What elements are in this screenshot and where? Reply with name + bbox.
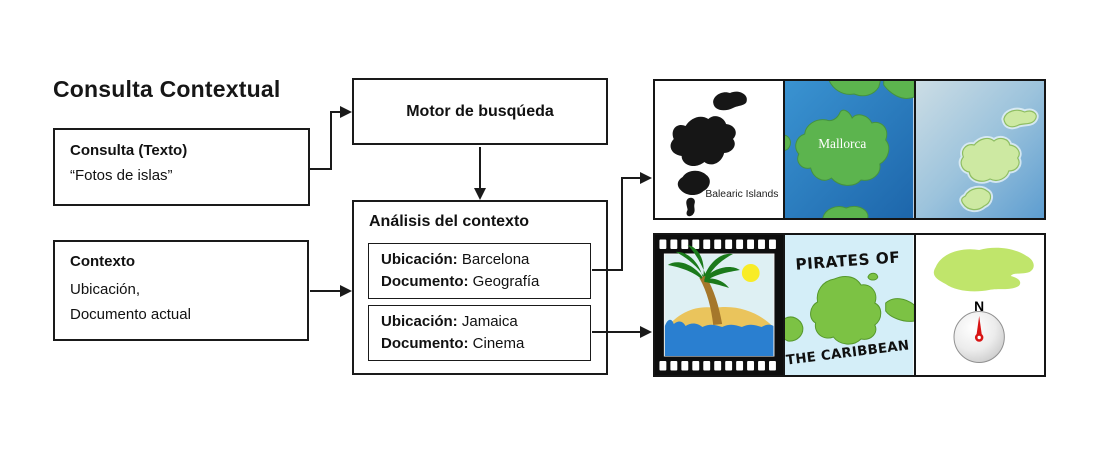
mallorca-island — [795, 109, 890, 186]
pale-islands-map-panel — [913, 81, 1044, 218]
compass-map-panel: N — [913, 235, 1044, 375]
menorca-silhouette — [713, 91, 747, 111]
caribbean-island-tiny — [867, 272, 879, 281]
query-text-heading: Consulta (Texto) — [70, 142, 188, 159]
documento-value: Geografía — [468, 273, 540, 290]
compass-needle — [975, 316, 982, 339]
formentera-silhouette — [686, 197, 695, 217]
sea-waves — [664, 319, 774, 356]
result-ubicacion-line: Ubicación: Barcelona — [381, 249, 590, 271]
result-row-cinema: PIRATES OF THE CARIBBEAN N — [653, 233, 1046, 377]
sun-icon — [741, 264, 760, 282]
compass-map-image: N — [915, 235, 1044, 375]
ubicacion-value: Barcelona — [457, 251, 530, 268]
arrowhead-engine-to-analysis — [474, 188, 486, 200]
ubicacion-value: Jamaica — [457, 313, 518, 330]
coast-top-right — [883, 81, 914, 99]
mallorca-silhouette — [670, 116, 736, 167]
caribbean-island-left — [785, 316, 804, 342]
analysis-result-barcelona: Ubicación: Barcelona Documento: Geografí… — [368, 243, 591, 299]
context-line-ubicacion: Ubicación, — [70, 281, 141, 298]
film-strip-image — [655, 235, 784, 375]
analysis-result-jamaica: Ubicación: Jamaica Documento: Cinema — [368, 305, 591, 361]
caribbean-island-main — [810, 276, 882, 345]
result-row-geography: Balearic Islands Ma — [653, 79, 1046, 220]
documento-value: Cinema — [468, 335, 525, 352]
balearic-caption: Balearic Islands — [705, 189, 778, 200]
arrowhead-barcelona-to-maps — [640, 172, 652, 184]
caribbean-island-right — [885, 298, 914, 322]
documento-label: Documento: — [381, 335, 469, 352]
arrowhead-query-to-engine — [340, 106, 352, 118]
query-text-box: Consulta (Texto) “Fotos de islas” — [53, 128, 310, 206]
arrowhead-context-to-analysis — [340, 285, 352, 297]
diagram-title: Consulta Contextual — [53, 76, 281, 102]
film-sprocket-holes — [659, 239, 776, 371]
result-documento-line: Documento: Geografía — [381, 271, 590, 293]
arrow-query-to-engine — [310, 111, 341, 170]
film-strip-panel — [655, 235, 784, 375]
compass-north-label: N — [974, 298, 984, 314]
arrowhead-jamaica-to-media — [640, 326, 652, 338]
context-box: Contexto Ubicación, Documento actual — [53, 240, 309, 341]
search-engine-label: Motor de busqúeda — [406, 102, 554, 120]
pale-menorca-island — [1002, 109, 1037, 128]
search-engine-box: Motor de busqúeda — [352, 78, 608, 145]
pirates-caribbean-image: PIRATES OF THE CARIBBEAN — [785, 235, 914, 375]
compass-needle-hub-hole — [977, 335, 981, 340]
pale-ibiza-island — [960, 187, 991, 211]
context-analysis-heading: Análisis del contexto — [369, 213, 530, 230]
pirates-caribbean-panel: PIRATES OF THE CARIBBEAN — [783, 235, 914, 375]
context-line-documento: Documento actual — [70, 306, 191, 323]
palm-trunk — [699, 275, 723, 325]
query-text-value: “Fotos de islas” — [70, 167, 173, 184]
balearic-silhouette-image: Balearic Islands — [655, 81, 784, 218]
yellow-green-island — [933, 247, 1034, 292]
context-heading: Contexto — [70, 253, 135, 270]
pale-islands-map-image — [915, 81, 1044, 218]
documento-label: Documento: — [381, 273, 469, 290]
coast-top — [829, 81, 882, 97]
ubicacion-label: Ubicación: — [381, 313, 458, 330]
ibiza-silhouette — [677, 170, 710, 196]
pale-mallorca-island — [960, 137, 1020, 182]
result-documento-line: Documento: Cinema — [381, 333, 590, 355]
mallorca-map-panel: Mallorca — [783, 81, 914, 218]
ubicacion-label: Ubicación: — [381, 251, 458, 268]
coast-bottom — [822, 205, 869, 218]
balearic-silhouette-panel: Balearic Islands — [655, 81, 784, 218]
mallorca-label: Mallorca — [819, 136, 867, 151]
result-ubicacion-line: Ubicación: Jamaica — [381, 311, 590, 333]
palm-fronds — [667, 245, 740, 288]
mallorca-map-image: Mallorca — [785, 81, 914, 218]
coast-left-bump — [785, 134, 792, 152]
